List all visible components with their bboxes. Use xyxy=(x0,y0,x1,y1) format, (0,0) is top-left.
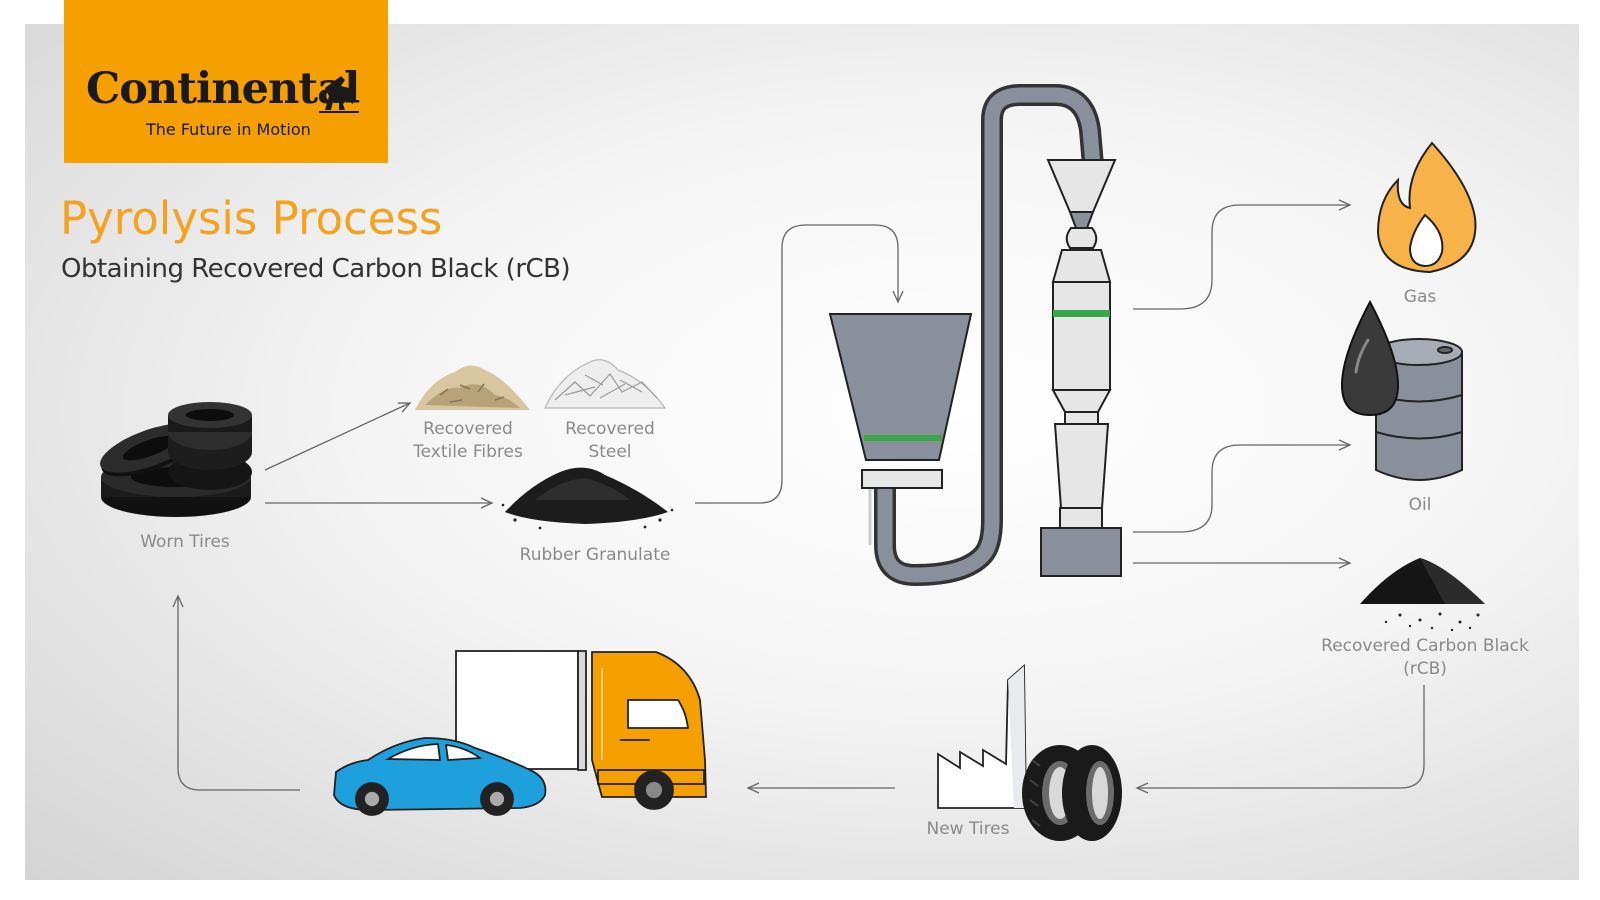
logo-wordmark: Continental xyxy=(86,64,360,114)
carbon-black-pile-icon xyxy=(1360,558,1485,632)
label-new-tires: New Tires xyxy=(926,819,1010,839)
label-oil: Oil xyxy=(1408,495,1432,515)
steel-pile-icon xyxy=(544,359,667,409)
page-subtitle: Obtaining Recovered Carbon Black (rCB) xyxy=(61,254,571,284)
arrow-reactor-to-gas xyxy=(1133,199,1352,310)
label-gas: Gas xyxy=(1403,287,1437,307)
logo-tagline: The Future in Motion xyxy=(146,120,311,139)
arrow-transport-to-worn-tires xyxy=(172,594,300,791)
arrow-rcb-to-new-tires xyxy=(1135,685,1425,794)
new-tires-icon xyxy=(1022,745,1122,841)
label-rubber-granulate: Rubber Granulate xyxy=(519,545,671,565)
horse-logo-icon xyxy=(319,76,359,113)
arrow-granulate-to-hopper xyxy=(695,224,904,504)
label-recovered-carbon-black: Recovered Carbon Black (rCB) xyxy=(1321,636,1529,679)
label-worn-tires: Worn Tires xyxy=(140,532,230,552)
page-title: Pyrolysis Process xyxy=(60,192,443,245)
arrow-reactor-to-oil xyxy=(1133,439,1352,533)
brand-logo: Continental The Future in Motion xyxy=(64,0,388,163)
factory-icon xyxy=(937,664,1027,809)
diagram-canvas xyxy=(25,24,1579,880)
reactor-column-icon xyxy=(1040,159,1122,577)
flame-icon xyxy=(1376,141,1477,274)
car-icon xyxy=(333,737,547,816)
tire-stack-icon xyxy=(100,402,252,517)
flow-arrows xyxy=(172,199,1425,794)
arrow-tires-to-fibres xyxy=(264,402,412,471)
granulate-pile-icon xyxy=(501,467,674,530)
fibres-pile-icon xyxy=(415,365,530,410)
hopper-icon xyxy=(828,84,1104,587)
label-steel: Recovered Steel xyxy=(565,419,655,462)
oil-barrel-icon xyxy=(1375,338,1463,481)
label-textile-fibres: Recovered Textile Fibres xyxy=(413,419,523,462)
oil-drop-icon xyxy=(1340,299,1400,417)
